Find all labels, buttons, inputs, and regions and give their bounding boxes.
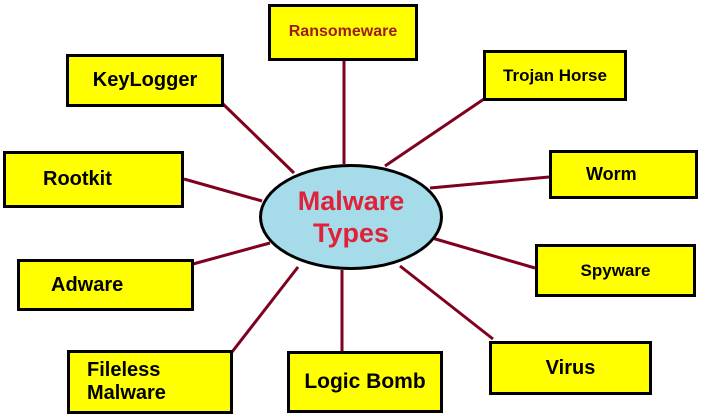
node-label: Ransomeware: [288, 23, 398, 41]
link-keylogger: [220, 101, 296, 175]
node-logic-bomb: Logic Bomb: [287, 351, 443, 413]
node-label: Worm: [586, 164, 637, 185]
hub-malware-types: Malware Types: [259, 164, 443, 270]
node-adware: Adware: [17, 259, 194, 311]
link-fileless-malware: [230, 266, 300, 353]
node-trojan-horse: Trojan Horse: [483, 50, 627, 101]
node-rootkit: Rootkit: [3, 151, 184, 208]
link-adware: [192, 241, 271, 266]
node-label: Logic Bomb: [304, 369, 426, 393]
node-worm: Worm: [549, 150, 698, 199]
node-label: Spyware: [580, 260, 651, 280]
node-label: Virus: [545, 356, 596, 379]
node-label: Trojan Horse: [503, 65, 607, 85]
hub-title-line1: Malware: [297, 185, 405, 216]
link-worm: [429, 175, 550, 190]
link-virus: [399, 264, 494, 341]
node-spyware: Spyware: [535, 244, 696, 297]
link-spyware: [431, 236, 536, 270]
node-virus: Virus: [489, 341, 652, 395]
link-rootkit: [183, 177, 263, 203]
node-fileless-malware: Fileless Malware: [67, 350, 233, 414]
node-label: Rootkit: [43, 168, 112, 190]
node-ransomeware: Ransomeware: [268, 4, 418, 61]
node-label-line2: Malware: [87, 382, 166, 404]
link-trojan-horse: [384, 97, 485, 168]
node-label-line1: Fileless: [87, 359, 161, 381]
hub-title-line2: Types: [312, 218, 390, 248]
node-keylogger: KeyLogger: [66, 54, 224, 107]
node-label: Adware: [51, 273, 124, 296]
node-label: KeyLogger: [92, 69, 198, 91]
